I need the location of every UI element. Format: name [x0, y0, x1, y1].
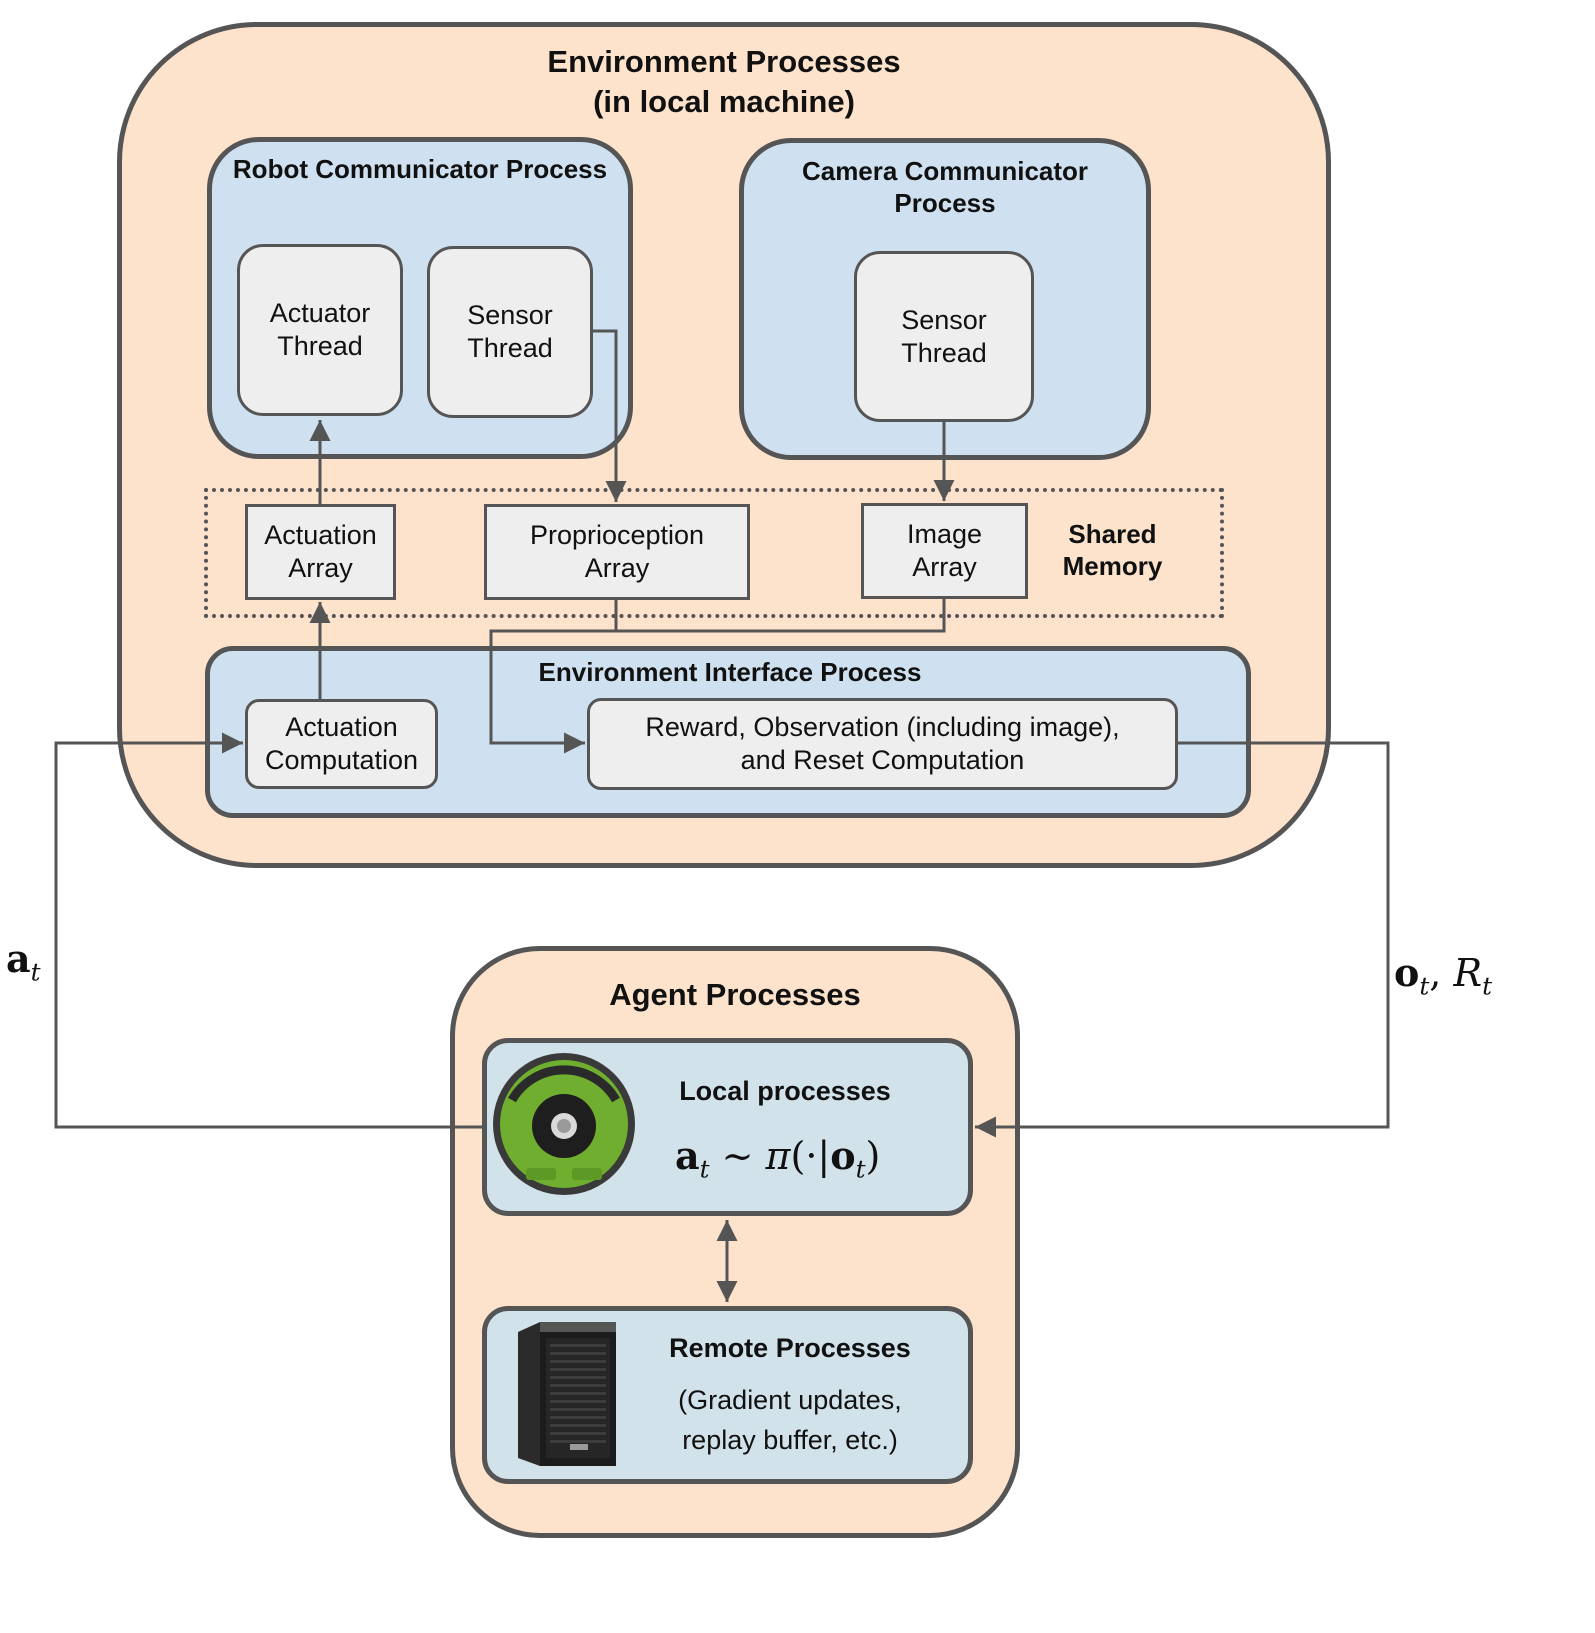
robot-vacuum-icon	[490, 1050, 638, 1198]
environment-interface-title: Environment Interface Process	[538, 657, 922, 687]
arrow-robot-sensor-to-proprioception-array	[593, 329, 627, 502]
remote-processes-title: Remote Processes	[669, 1333, 911, 1363]
shared-memory-label: Shared Memory	[1062, 519, 1163, 581]
camera-sensor-thread: Sensor Thread	[854, 251, 1034, 422]
reward-observation-reset-computation: Reward, Observation (including image), a…	[587, 698, 1178, 790]
remote-processes-subtitle: (Gradient updates, replay buffer, etc.)	[678, 1385, 902, 1455]
image-array: Image Array	[861, 503, 1028, 599]
proprioception-array: Proprioception Array	[484, 504, 750, 600]
camera-communicator-title: Camera Communicator Process	[801, 156, 1089, 218]
agent-processes-title: Agent Processes	[609, 977, 861, 1012]
arrow-observation-to-agent	[975, 741, 1390, 1138]
actuator-thread: Actuator Thread	[237, 244, 403, 416]
observation-reward-edge-label: ot, Rt	[1394, 950, 1492, 1001]
action-edge-label: at	[6, 936, 41, 987]
environment-processes-title: Environment Processes (in local machine)	[547, 44, 901, 119]
arrow-arrays-to-reward-computation	[489, 599, 946, 754]
policy-equation: at ∼ π(·|ot)	[675, 1133, 881, 1184]
arrow-action-to-actuation-computation	[54, 732, 482, 1129]
actuation-computation: Actuation Computation	[245, 699, 438, 789]
workstation-tower-icon	[510, 1318, 620, 1470]
robot-communicator-title: Robot Communicator Process	[232, 154, 608, 184]
shared-memory-region	[204, 488, 1224, 618]
local-processes-title: Local processes	[679, 1076, 891, 1106]
robot-sensor-thread: Sensor Thread	[427, 246, 593, 418]
actuation-array: Actuation Array	[245, 504, 396, 600]
